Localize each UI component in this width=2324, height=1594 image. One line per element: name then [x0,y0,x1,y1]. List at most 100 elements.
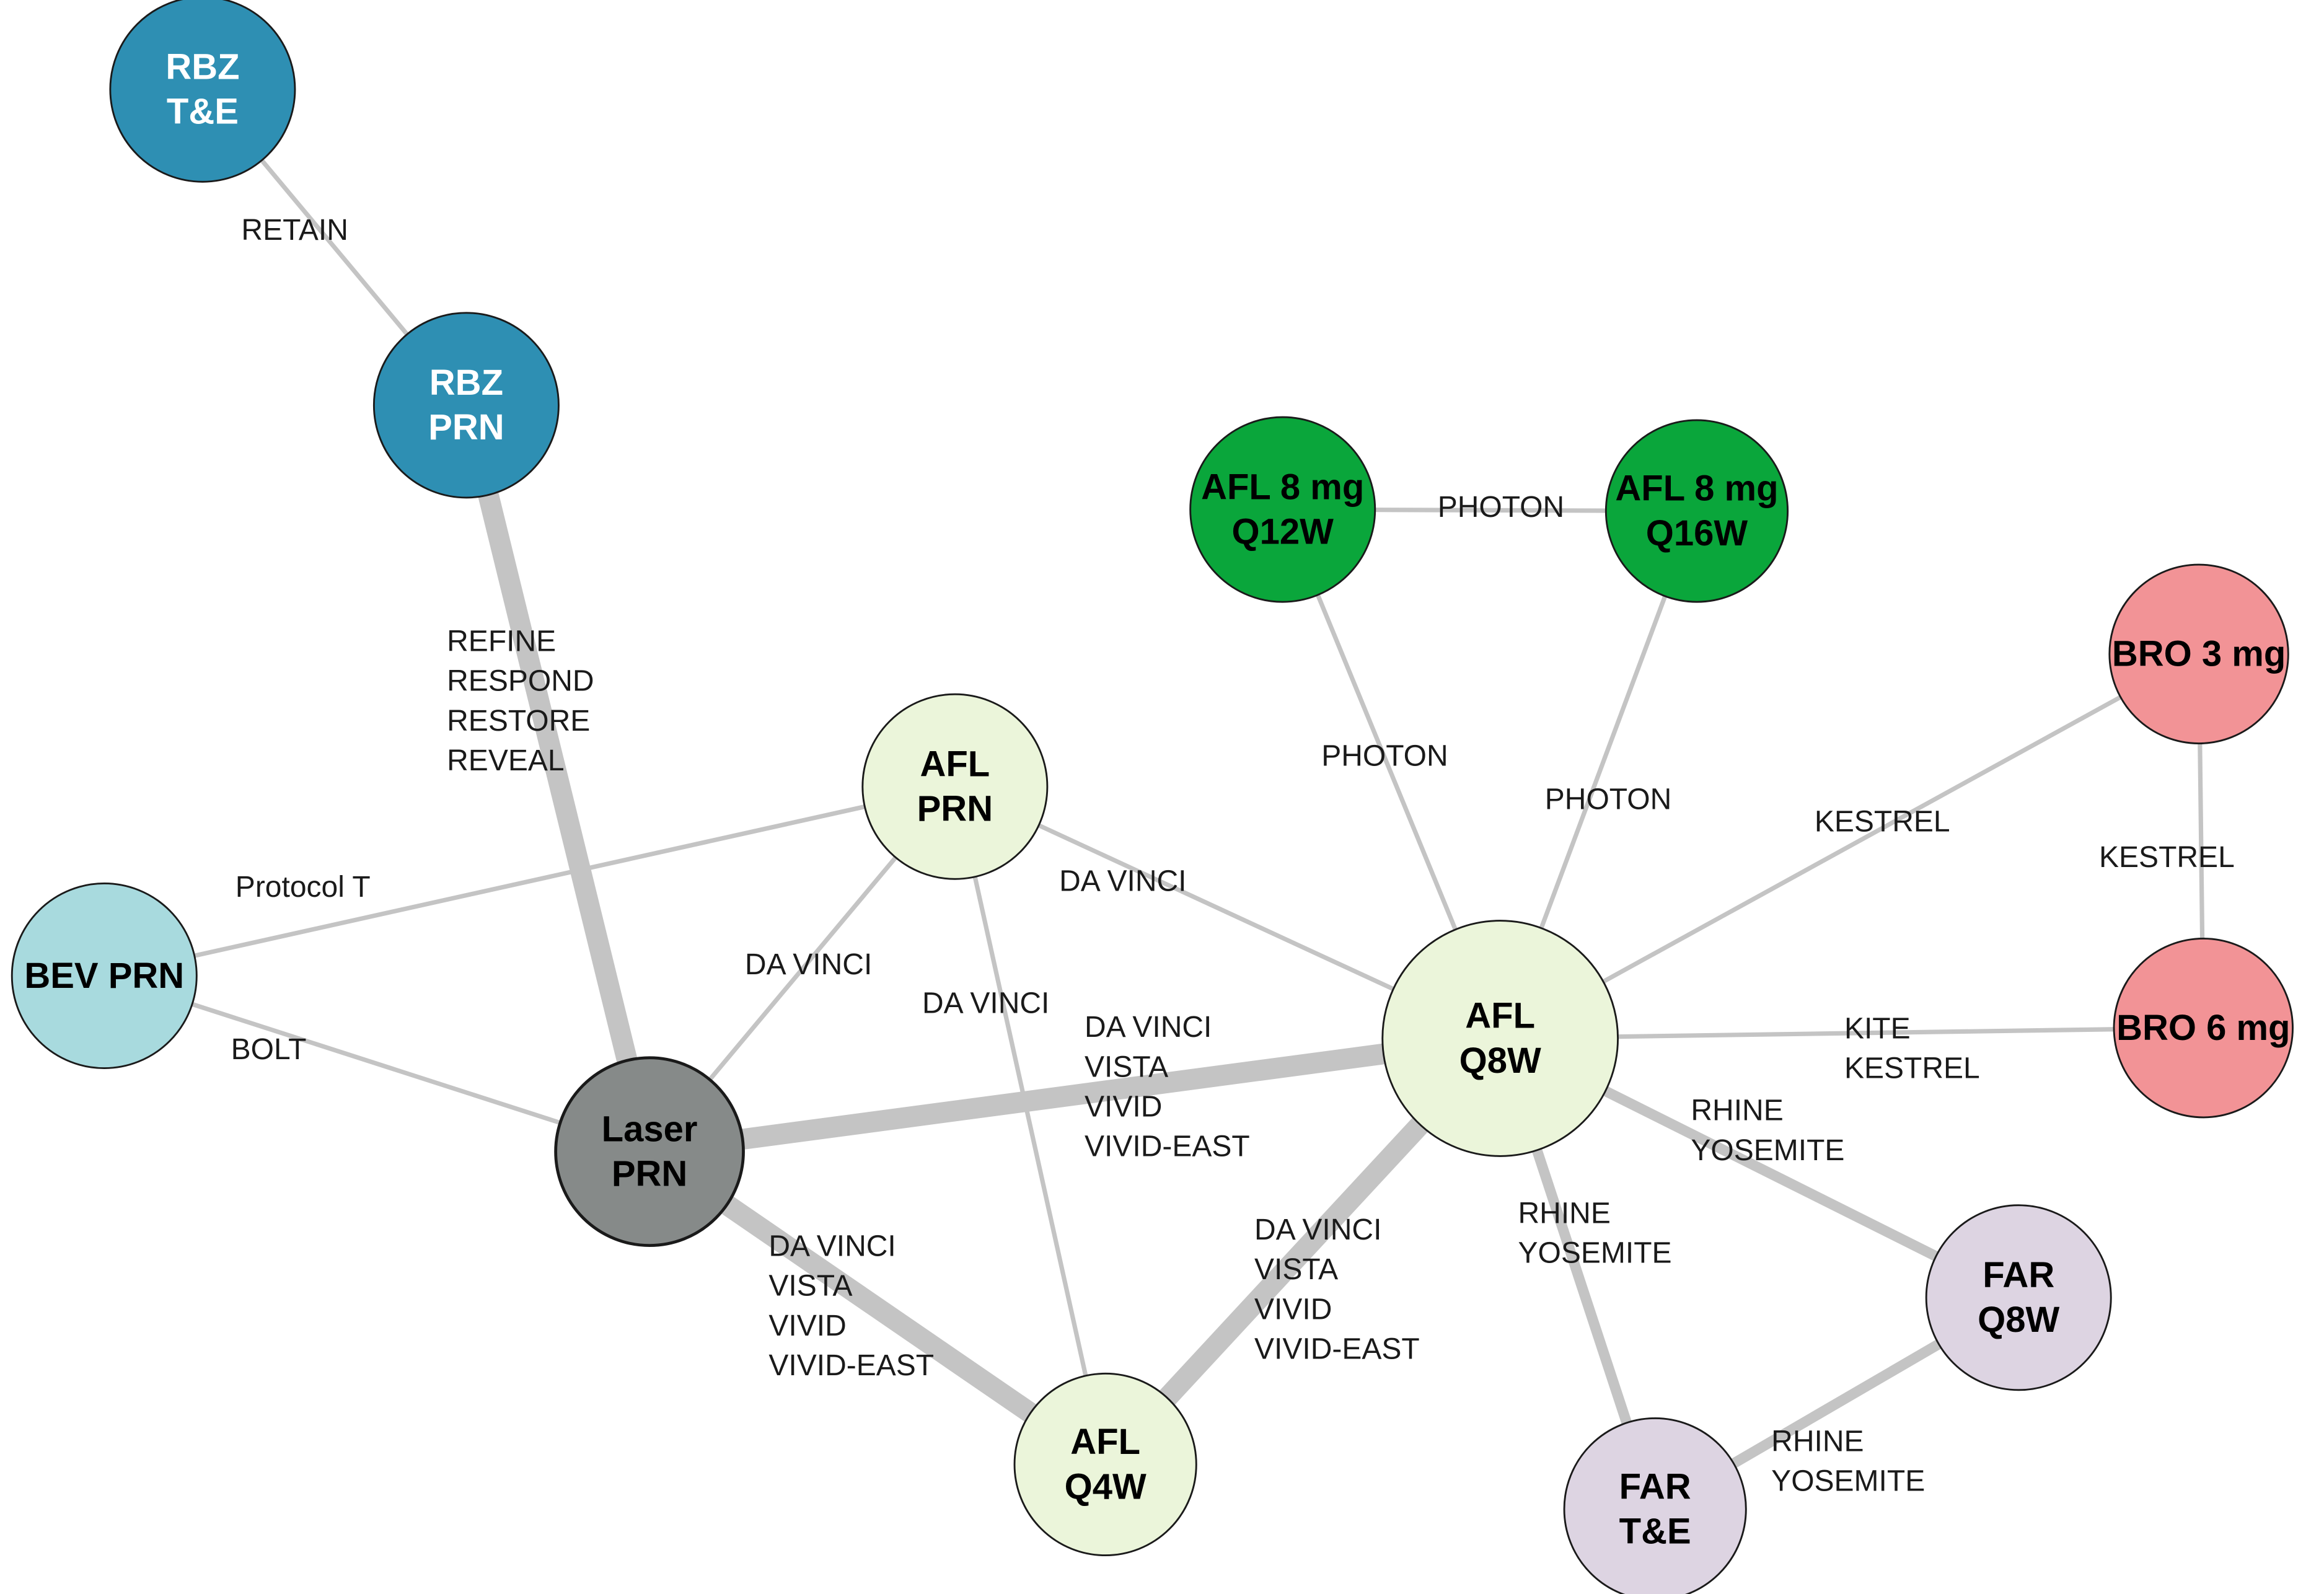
node-circle [109,0,296,183]
trial-name: RHINE [1518,1197,1611,1230]
trial-name: DA VINCI [1059,865,1186,898]
node-label-line: Q12W [1232,511,1334,552]
node-label-line: AFL 8 mg [1201,467,1364,507]
node-circle [554,1056,745,1248]
edge-rbz-prn-laser-prn [456,402,660,1155]
edge-afl-prn-afl-q4w [953,786,1108,1465]
node-label-line: BEV PRN [24,956,184,996]
node-label-line: FAR [1983,1255,2054,1295]
node-circle [1563,1417,1747,1594]
trial-name: PHOTON [1438,491,1564,524]
trial-name: RHINE [1691,1094,1783,1127]
node-label-line: PRN [612,1153,687,1194]
node-label: AFL Q8W [1459,996,1541,1081]
trial-name: VISTA [1254,1253,1338,1286]
node-label: AFL PRN [917,744,993,829]
trial-name: KESTREL [2099,841,2235,874]
node-label-line: Q8W [1459,1041,1541,1081]
node-label: BRO 6 mg [2116,1008,2290,1048]
edge-label-afl8-q12w-afl-q8w: PHOTON [1321,740,1448,773]
node-circle [11,883,198,1070]
node-label-line: AFL [1465,996,1535,1036]
trial-name: VISTA [768,1270,852,1303]
node-label-line: BRO 6 mg [2116,1008,2290,1048]
trial-name: PHOTON [1545,783,1671,816]
node-rbz-te: RBZ T&E [109,0,296,183]
node-label-line: AFL [1070,1422,1140,1462]
node-label-line: Q4W [1065,1466,1147,1507]
edge-label-afl-q8w-far-q8w: RHINE YOSEMITE [1691,1094,1844,1167]
node-label-line: Q16W [1646,513,1748,553]
node-label-line: RBZ [165,46,239,87]
node-label-line: T&E [1619,1511,1691,1551]
node-label-line: PRN [428,407,504,447]
trial-name: RETAIN [241,214,348,247]
edge-label-bev-prn-afl-prn: Protocol T [235,871,371,904]
node-label-line: AFL [920,744,990,784]
trial-name: REVEAL [447,744,564,777]
trial-name: DA VINCI [922,987,1049,1020]
node-label-line: T&E [167,92,239,132]
trial-name: RESTORE [447,705,590,738]
trial-name: VIVID-EAST [768,1349,934,1382]
edge-bev-prn-afl-prn [103,784,956,979]
trial-name: DA VINCI [1085,1011,1212,1044]
trial-name: KITE [1844,1012,1911,1045]
node-afl-q8w: AFL Q8W [1381,920,1619,1157]
trial-name: YOSEMITE [1771,1465,1925,1498]
node-label-line: Q8W [1978,1300,2059,1340]
edge-label-afl8-q12w-afl8-q16w: PHOTON [1438,491,1564,524]
node-circle [1604,419,1789,603]
node-far-q8w: FAR Q8W [1925,1204,2112,1391]
trial-name: YOSEMITE [1518,1237,1672,1270]
trial-name: DA VINCI [768,1230,896,1262]
trial-name: RHINE [1771,1425,1864,1458]
node-bev-prn: BEV PRN [11,883,198,1070]
trial-name: VIVID-EAST [1085,1130,1250,1163]
trial-name: YOSEMITE [1691,1134,1844,1167]
node-label-line: PRN [917,789,993,829]
node-circle [1381,920,1619,1157]
node-circle [1013,1372,1197,1557]
trial-name: DA VINCI [1254,1213,1381,1246]
node-label: BRO 3 mg [2112,634,2286,674]
edge-label-bro-3mg-afl-q8w: KESTREL [1815,805,1950,838]
edge-label-rbz-te-rbz-prn: RETAIN [241,214,348,247]
node-label-line: RBZ [429,363,503,403]
edge-label-afl-prn-afl-q4w: DA VINCI [922,987,1049,1020]
edge-label-afl-q8w-far-te: RHINE YOSEMITE [1518,1197,1672,1270]
trial-name: PHOTON [1321,740,1448,773]
trial-name: KESTREL [1815,805,1950,838]
node-afl-prn: AFL PRN [861,693,1049,880]
node-circle [1925,1204,2112,1391]
node-label: BEV PRN [24,956,184,996]
edge-label-bro-3mg-bro-6mg: KESTREL [2099,841,2235,874]
trial-name: RESPOND [447,665,594,698]
trial-name: VISTA [1085,1050,1168,1083]
edges-layer [103,87,2206,1514]
trial-name: DA VINCI [745,948,872,981]
node-circle [372,312,560,499]
node-label-line: Laser [602,1109,698,1149]
edge-label-bev-prn-laser-prn: BOLT [231,1033,307,1066]
node-circle [1189,416,1376,603]
node-circle [2108,563,2289,744]
edge-bro-3mg-afl-q8w [1499,652,2200,1041]
node-bro-3mg: BRO 3 mg [2108,563,2289,744]
trial-name: VIVID [1254,1293,1332,1326]
